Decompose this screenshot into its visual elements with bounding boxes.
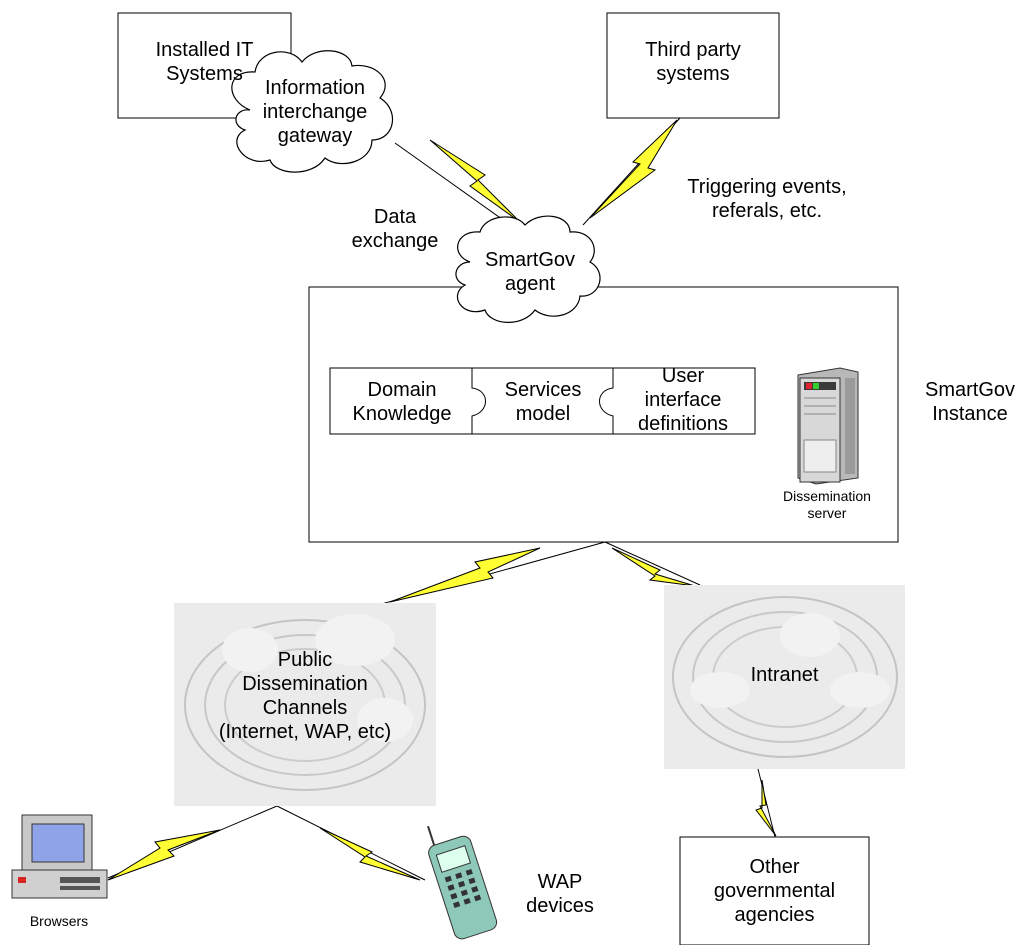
- domain-knowledge-label: Domain Knowledge: [352, 379, 452, 425]
- computer-icon: [11, 814, 108, 899]
- third-party-box: [606, 12, 780, 119]
- lightning-bolt: [107, 829, 221, 881]
- agent-cloud: [455, 215, 601, 323]
- triggering-label: Triggering events, referals, etc.: [687, 176, 847, 222]
- puzzle-panel: [329, 367, 756, 435]
- lightning-bolt: [611, 547, 696, 587]
- connector-line: [604, 541, 701, 586]
- dissemination-server-label: Dissemination server: [783, 488, 871, 521]
- lightning-bolt: [755, 779, 777, 837]
- lightning-bolt: [389, 547, 541, 603]
- services-model-label: Services model: [504, 379, 582, 425]
- puzzle-divider: [599, 368, 614, 434]
- ui-definitions-label: User interface definitions: [637, 365, 729, 435]
- data-exchange-label: Data exchange: [351, 206, 439, 252]
- mobile-phone-icon: [427, 825, 498, 940]
- lightning-bolt: [319, 827, 421, 881]
- installed-it-label: Installed IT Systems: [155, 39, 254, 85]
- public-channels-cloud: [174, 603, 436, 806]
- smartgov-instance-label: SmartGov Instance: [924, 379, 1016, 425]
- browsers-label: Browsers: [29, 913, 89, 929]
- other-agencies-box: [679, 836, 870, 945]
- intranet-label: Intranet: [750, 664, 819, 686]
- connector-line: [757, 768, 776, 838]
- wap-devices-label: WAP devices: [526, 871, 594, 917]
- public-channels-label: Public Dissemination Channels (Internet,…: [218, 649, 392, 743]
- puzzle-divider: [471, 368, 486, 434]
- intranet-cloud: [664, 585, 905, 769]
- other-agencies-label: Other governmental agencies: [713, 856, 836, 926]
- gateway-label: Information interchange gateway: [262, 77, 368, 147]
- lightning-bolt: [589, 119, 678, 219]
- agent-label: SmartGov agent: [484, 249, 576, 295]
- third-party-label: Third party systems: [645, 39, 741, 85]
- gateway-cloud: [231, 50, 394, 173]
- server-icon: [797, 367, 859, 485]
